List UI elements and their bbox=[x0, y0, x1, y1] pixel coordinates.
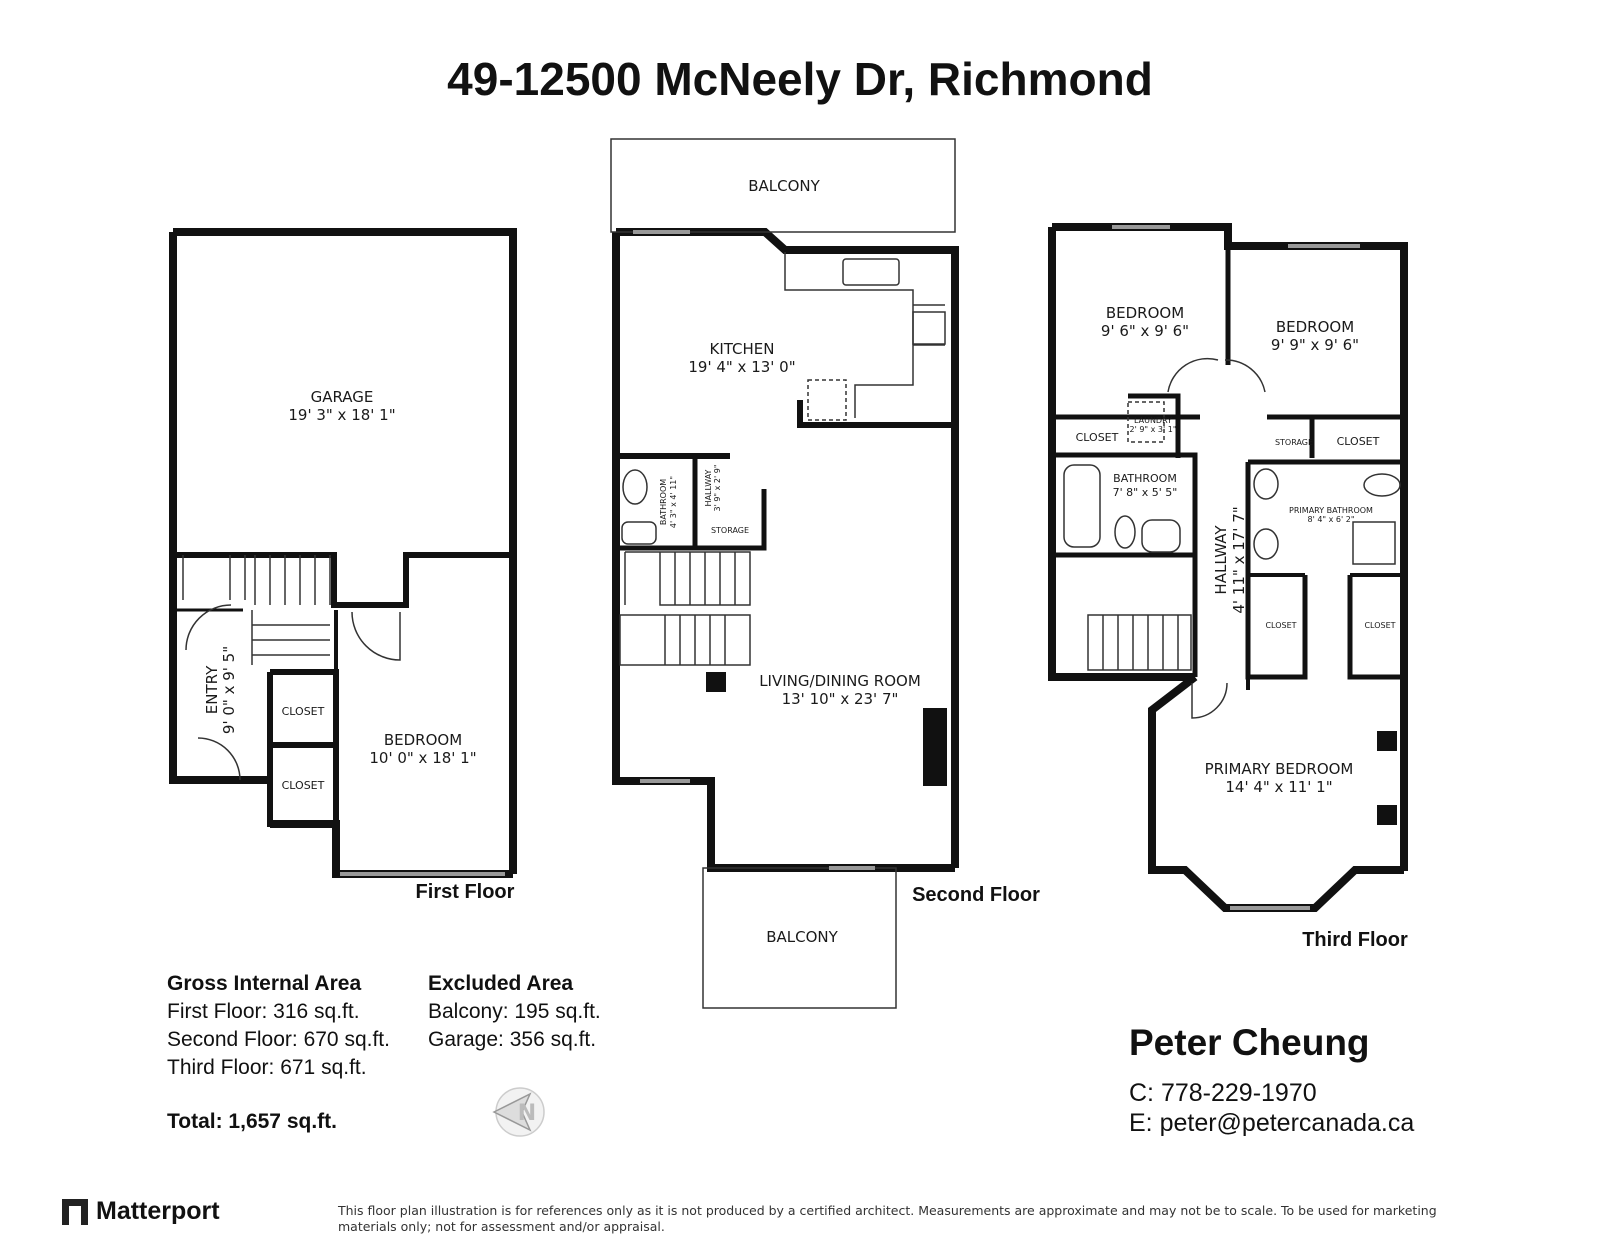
balcony-top-label: BALCONY bbox=[748, 177, 820, 195]
sink-icon bbox=[1253, 528, 1279, 560]
brand-logo: Matterport bbox=[62, 1197, 220, 1226]
toilet-icon bbox=[1363, 473, 1401, 497]
first-closet-2-label: CLOSET bbox=[282, 779, 325, 792]
kitchen-island-icon bbox=[807, 379, 847, 421]
door-swing bbox=[351, 611, 401, 661]
third-bedroom-2-label: BEDROOM bbox=[1276, 318, 1354, 336]
gross-area-block: Gross Internal Area First Floor: 316 sq.… bbox=[167, 970, 390, 1082]
garage-label: GARAGE bbox=[311, 388, 374, 406]
third-storage-label: STORAGE bbox=[1275, 438, 1313, 447]
excluded-area-heading: Excluded Area bbox=[428, 972, 574, 995]
balcony-bottom-outline bbox=[702, 867, 897, 1009]
first-floor-stairs bbox=[182, 555, 331, 665]
third-floor-area: Third Floor: 671 sq.ft. bbox=[167, 1056, 367, 1079]
column-icon bbox=[706, 672, 726, 692]
third-closet-2-label: CLOSET bbox=[1337, 435, 1380, 448]
shower-icon bbox=[1352, 521, 1396, 565]
sink-icon bbox=[621, 521, 657, 545]
kitchen-size: 19' 4" x 13' 0" bbox=[688, 358, 795, 376]
stove-icon bbox=[912, 311, 946, 345]
agent-name: Peter Cheung bbox=[1129, 1022, 1370, 1063]
disclaimer-text: This floor plan illustration is for refe… bbox=[338, 1203, 1437, 1234]
brand-name: Matterport bbox=[96, 1197, 220, 1225]
third-floor-stairs bbox=[1087, 614, 1192, 671]
second-floor-area: Second Floor: 670 sq.ft. bbox=[167, 1028, 390, 1051]
kitchen-sink-icon bbox=[842, 258, 900, 286]
agent-email: E: peter@petercanada.ca bbox=[1129, 1109, 1415, 1137]
entry-label: ENTRY bbox=[203, 665, 221, 714]
third-bedroom-2-size: 9' 9" x 9' 6" bbox=[1271, 336, 1359, 354]
third-bathroom-size: 7' 8" x 5' 5" bbox=[1113, 486, 1178, 499]
garage-size: 19' 3" x 18' 1" bbox=[288, 406, 395, 424]
third-floor-label: Third Floor bbox=[1302, 929, 1408, 951]
page-title: 49-12500 McNeely Dr, Richmond bbox=[447, 53, 1153, 105]
laundry-label: LAUNDRY bbox=[1134, 416, 1172, 425]
column-icon bbox=[1377, 805, 1397, 825]
third-hallway-label: HALLWAY bbox=[1212, 525, 1230, 595]
first-bedroom-size: 10' 0" x 18' 1" bbox=[369, 749, 476, 767]
third-bedroom-1-label: BEDROOM bbox=[1106, 304, 1184, 322]
sink-icon bbox=[1141, 519, 1181, 553]
first-floor-label: First Floor bbox=[416, 881, 515, 903]
total-area-block: Total: 1,657 sq.ft. bbox=[167, 1108, 337, 1136]
primary-bedroom-size: 14' 4" x 11' 1" bbox=[1225, 778, 1332, 796]
agent-phone: C: 778-229-1970 bbox=[1129, 1079, 1317, 1107]
svg-text:N: N bbox=[518, 1101, 536, 1126]
third-bedroom-1-size: 9' 6" x 9' 6" bbox=[1101, 322, 1189, 340]
second-floor-stairs bbox=[619, 551, 751, 666]
fireplace-icon bbox=[923, 708, 947, 786]
toilet-icon bbox=[1114, 515, 1136, 549]
first-floor-area: First Floor: 316 sq.ft. bbox=[167, 1000, 360, 1023]
door-swing bbox=[1167, 357, 1219, 393]
living-dining-label: LIVING/DINING ROOM bbox=[759, 672, 921, 690]
second-hallway-size: 3' 9" x 2' 9" bbox=[713, 464, 722, 511]
column-icon bbox=[1377, 731, 1397, 751]
door-swing bbox=[1224, 359, 1266, 393]
door-swing bbox=[1191, 682, 1228, 719]
primary-bathroom-label: PRIMARY BATHROOM bbox=[1289, 506, 1373, 515]
third-closet-3-label: CLOSET bbox=[1265, 621, 1296, 630]
balcony-area: Balcony: 195 sq.ft. bbox=[428, 1000, 601, 1023]
third-closet-4-label: CLOSET bbox=[1364, 621, 1395, 630]
primary-bedroom-label: PRIMARY BEDROOM bbox=[1205, 760, 1354, 778]
laundry-size: 2' 9" x 3' 1" bbox=[1129, 425, 1176, 434]
door-swing bbox=[185, 604, 232, 651]
second-storage-label: STORAGE bbox=[711, 526, 749, 535]
second-bathroom-label: BATHROOM bbox=[659, 479, 668, 525]
second-hallway-label: HALLWAY bbox=[704, 469, 713, 506]
third-closet-1-label: CLOSET bbox=[1076, 431, 1119, 444]
entry-size: 9' 0" x 9' 5" bbox=[220, 646, 238, 734]
second-floor-plan bbox=[612, 228, 959, 872]
sink-icon bbox=[1253, 468, 1279, 500]
excluded-area-block: Excluded Area Balcony: 195 sq.ft. Garage… bbox=[428, 970, 601, 1054]
second-floor-label: Second Floor bbox=[912, 884, 1040, 906]
washer-icon bbox=[1127, 401, 1165, 443]
living-dining-size: 13' 10" x 23' 7" bbox=[782, 690, 899, 708]
second-bathroom-size: 4' 3" x 4' 11" bbox=[669, 476, 678, 528]
balcony-bottom-label: BALCONY bbox=[766, 928, 838, 946]
total-area: Total: 1,657 sq.ft. bbox=[167, 1110, 337, 1133]
toilet-icon bbox=[622, 469, 648, 505]
balcony-top-outline bbox=[610, 138, 956, 233]
door-swing bbox=[197, 737, 241, 781]
garage-area: Garage: 356 sq.ft. bbox=[428, 1028, 597, 1051]
bathtub-icon bbox=[1063, 464, 1101, 548]
gross-area-heading: Gross Internal Area bbox=[167, 972, 362, 995]
first-floor-plan bbox=[169, 228, 517, 878]
primary-bathroom-size: 8' 4" x 6' 2" bbox=[1307, 515, 1354, 524]
kitchen-label: KITCHEN bbox=[710, 340, 775, 358]
north-arrow-icon: N bbox=[492, 1087, 545, 1137]
first-closet-1-label: CLOSET bbox=[282, 705, 325, 718]
third-bathroom-label: BATHROOM bbox=[1113, 472, 1177, 485]
third-hallway-size: 4' 11" x 17' 7" bbox=[1230, 506, 1248, 613]
first-bedroom-label: BEDROOM bbox=[384, 731, 462, 749]
matterport-logo-icon bbox=[62, 1198, 88, 1225]
